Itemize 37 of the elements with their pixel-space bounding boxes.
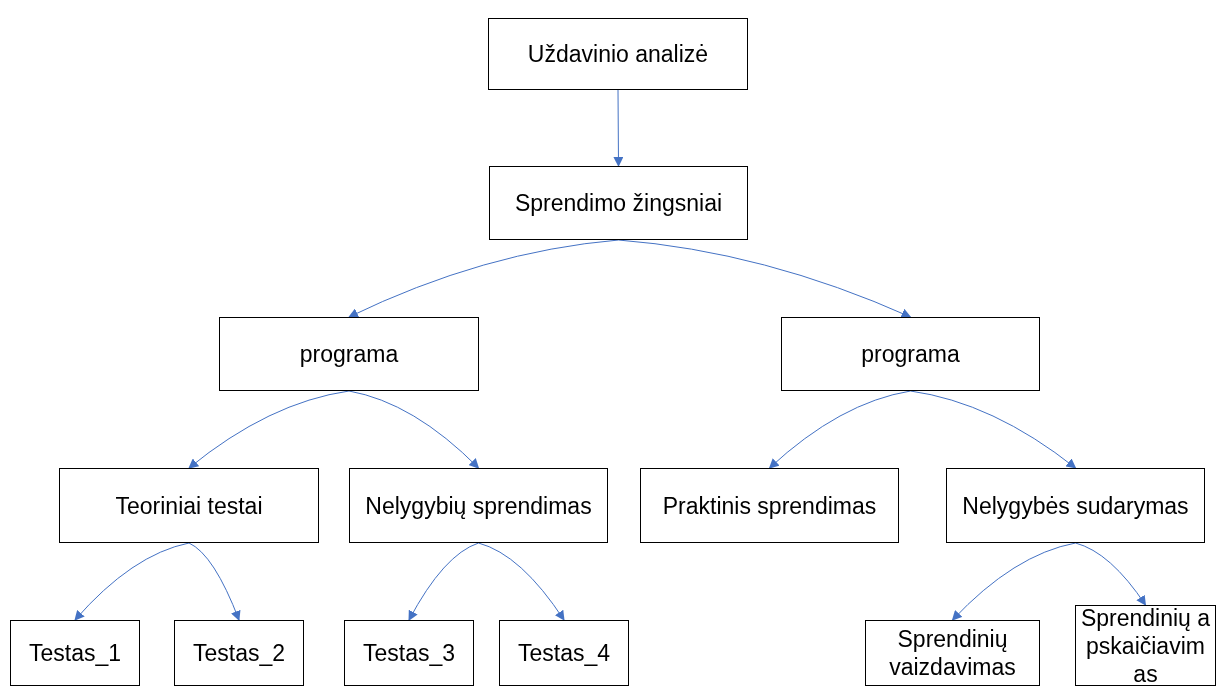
- arrow: [768, 390, 911, 469]
- box-label: Testas_4: [517, 639, 611, 667]
- box-label: Uždavinio analizė: [527, 40, 709, 68]
- box-label: programa: [299, 340, 399, 368]
- arrow: [613, 89, 624, 167]
- process-box: [219, 317, 479, 391]
- process-box: [349, 468, 608, 543]
- arrow: [188, 542, 241, 621]
- process-box: [865, 620, 1040, 686]
- box-label: Testas_3: [362, 639, 456, 667]
- box-label: Praktinis sprendimas: [662, 491, 877, 520]
- arrow: [1075, 542, 1147, 606]
- arrow: [951, 542, 1076, 621]
- box-label: Testas_2: [192, 639, 286, 667]
- process-box: [59, 468, 319, 543]
- arrow: [408, 542, 479, 621]
- process-box: [781, 317, 1040, 391]
- process-box: [640, 468, 899, 543]
- box-label: programa: [861, 340, 960, 368]
- box-label: Sprendinių vaizdavimas: [888, 625, 1017, 681]
- box-label: Sprendimo žingsniai: [514, 189, 723, 217]
- box-label: Testas_1: [28, 639, 122, 667]
- box-label: Teoriniai testai: [115, 491, 263, 520]
- process-box: [344, 620, 474, 686]
- arrow: [74, 542, 190, 621]
- arrow: [478, 542, 565, 621]
- box-label: Sprendinių apskaičiavimas: [1080, 603, 1211, 688]
- process-box: [174, 620, 304, 686]
- box-label: Nelygybių sprendimas: [365, 491, 592, 520]
- process-box: [489, 166, 748, 240]
- process-box: [946, 468, 1205, 543]
- arrow: [910, 390, 1077, 469]
- process-box: [499, 620, 629, 686]
- process-box: [10, 620, 140, 686]
- box-label: Nelygybės sudarymas: [962, 491, 1189, 520]
- process-box: [488, 18, 748, 90]
- arrow: [348, 390, 480, 469]
